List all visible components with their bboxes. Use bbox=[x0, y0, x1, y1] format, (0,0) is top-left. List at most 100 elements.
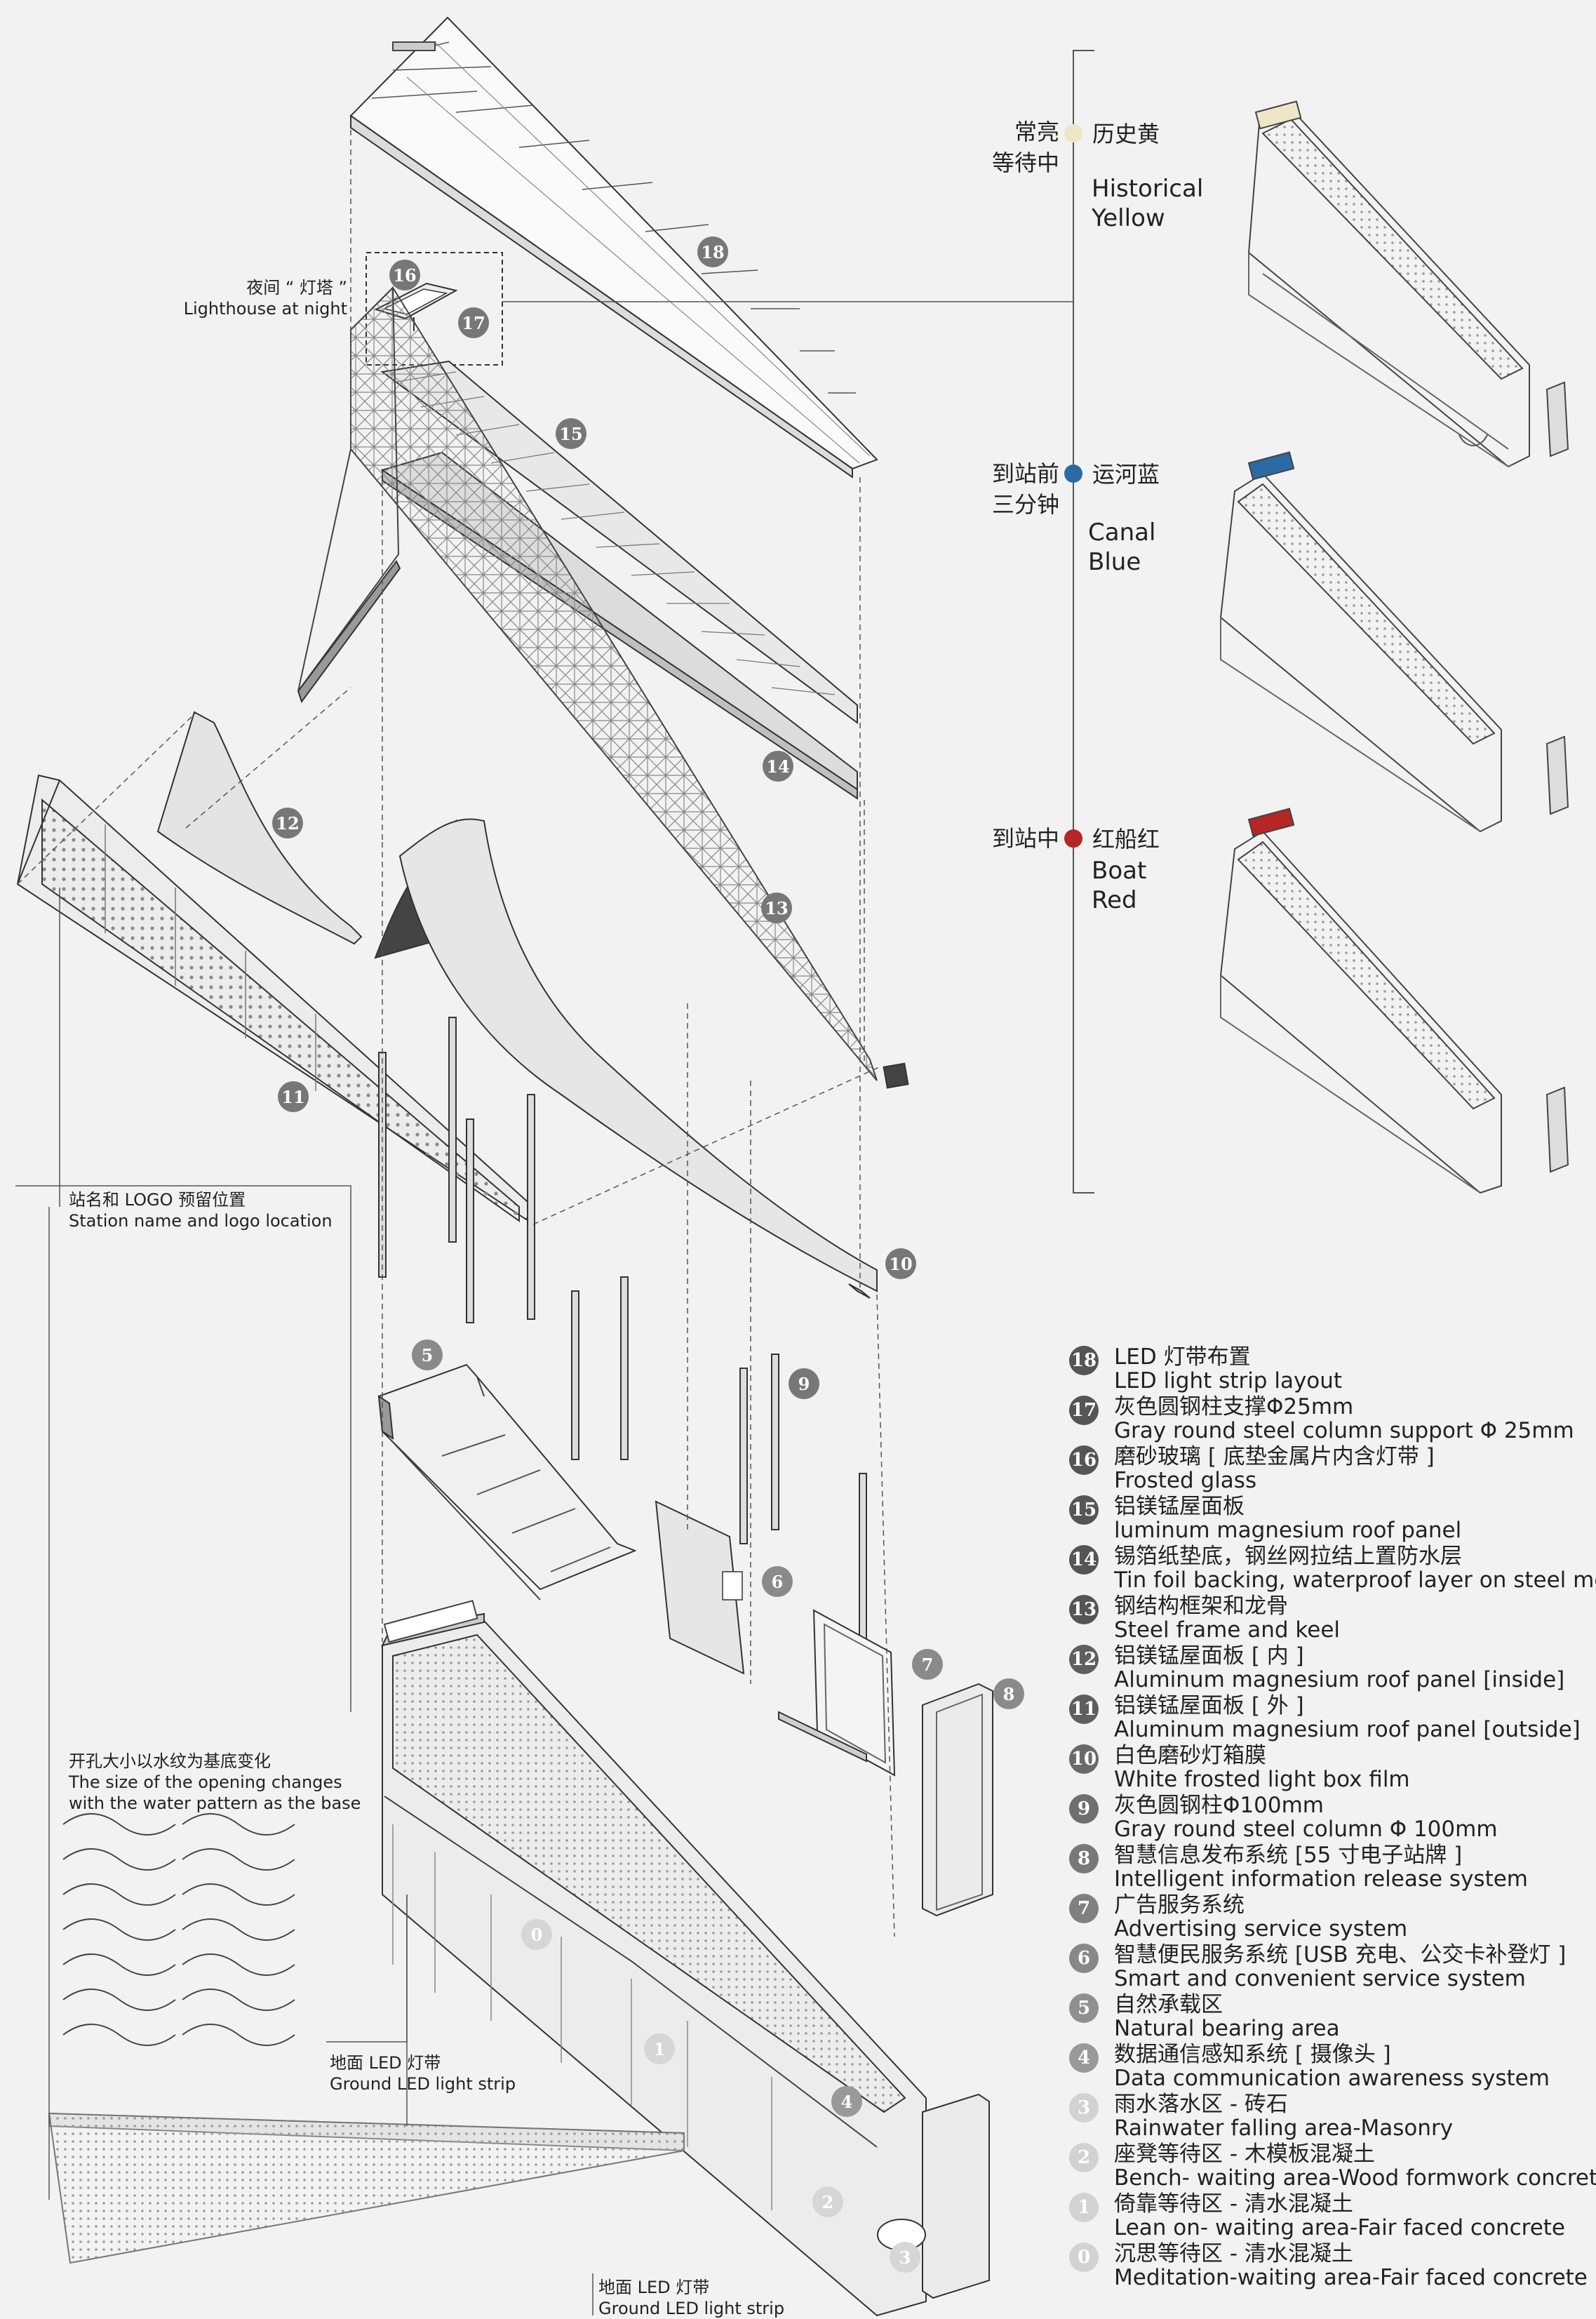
legend-label-cn: 沉思等待区 - 清水混凝土 bbox=[1114, 2241, 1353, 2266]
marker-6: 6 bbox=[762, 1566, 793, 1597]
marker-8: 8 bbox=[993, 1678, 1024, 1709]
electronic-sign-8 bbox=[922, 1683, 993, 1917]
marker-2-number: 2 bbox=[822, 2192, 834, 2212]
ground-led-1-cn: 地面 LED 灯带 bbox=[330, 2053, 441, 2073]
marker-11: 11 bbox=[278, 1081, 309, 1112]
marker-9: 9 bbox=[789, 1368, 819, 1399]
opening-en-2: with the water pattern as the base bbox=[69, 1793, 361, 1813]
legend-label-cn: 铝镁锰屋面板 [ 外 ] bbox=[1114, 1693, 1304, 1718]
marker-6-number: 6 bbox=[772, 1572, 784, 1592]
state-red-cn-1: 到站中 bbox=[991, 825, 1059, 852]
shelter-vignette-blue bbox=[1219, 451, 1569, 833]
legend-label-en: Meditation-waiting area-Fair faced concr… bbox=[1114, 2265, 1588, 2290]
ground-led-2-en: Ground LED light strip bbox=[598, 2299, 785, 2318]
state-yellow-cn-2: 等待中 bbox=[991, 149, 1059, 176]
legend-label-en: Gray round steel column Φ 100mm bbox=[1114, 1817, 1498, 1842]
projection-lines bbox=[17, 130, 895, 1937]
ground-led-2-cn: 地面 LED 灯带 bbox=[598, 2278, 710, 2297]
legend-number-badge: 18 bbox=[1069, 1346, 1099, 1375]
light-state-timeline bbox=[1064, 50, 1094, 1194]
steel-columns-9 bbox=[378, 1017, 867, 1650]
legend-label-en: Bench- waiting area-Wood formwork concre… bbox=[1114, 2165, 1596, 2191]
legend-label-en: Aluminum magnesium roof panel [inside] bbox=[1114, 1667, 1565, 1692]
marker-13: 13 bbox=[761, 893, 792, 923]
led-strip-roof-layer bbox=[349, 16, 878, 479]
curved-panel-layer bbox=[398, 818, 878, 1292]
state-blue-cn-1: 到站前 bbox=[991, 460, 1059, 487]
legend-label-en: Steel frame and keel bbox=[1114, 1617, 1341, 1643]
state-red-color-cn: 红船红 bbox=[1092, 826, 1160, 853]
legend-label-cn: 智慧便民服务系统 [USB 充电、公交卡补登灯 ] bbox=[1114, 1942, 1567, 1967]
legend-label-en: LED light strip layout bbox=[1114, 1368, 1343, 1394]
legend-number-badge: 3 bbox=[1069, 2093, 1099, 2123]
marker-7-number: 7 bbox=[922, 1655, 934, 1675]
legend-item-12: 12 铝镁锰屋面板 [ 内 ]Aluminum magnesium roof pa… bbox=[1069, 1643, 1588, 1693]
marker-16-number: 16 bbox=[393, 265, 416, 286]
legend-label-en: Tin foil backing, waterproof layer on st… bbox=[1114, 1568, 1596, 1593]
legend-label-en: luminum magnesium roof panel bbox=[1114, 1518, 1462, 1543]
legend-label-cn: 白色磨砂灯箱膜 bbox=[1114, 1743, 1266, 1768]
legend-label-cn: LED 灯带布置 bbox=[1114, 1344, 1251, 1370]
station-logo-cn: 站名和 LOGO 预留位置 bbox=[69, 1190, 246, 1210]
legend-label-en: Advertising service system bbox=[1114, 1916, 1408, 1942]
legend-label-en: Gray round steel column support Φ 25mm bbox=[1114, 1418, 1574, 1443]
legend-number-badge: 4 bbox=[1069, 2043, 1099, 2073]
state-dot-yellow bbox=[1064, 124, 1082, 142]
legend-label-cn: 钢结构框架和龙骨 bbox=[1114, 1593, 1288, 1619]
state-blue-en-1: Canal bbox=[1088, 519, 1156, 547]
legend-number-badge: 7 bbox=[1069, 1894, 1099, 1923]
callout-leaders bbox=[15, 888, 594, 2315]
legend-label-cn: 磨砂玻璃 [ 底垫金属片内含灯带 ] bbox=[1114, 1444, 1435, 1469]
legend-label-en: Smart and convenient service system bbox=[1114, 1966, 1526, 1991]
station-logo-en: Station name and logo location bbox=[69, 1211, 333, 1231]
light-box-film-10 bbox=[848, 1283, 871, 1299]
water-pattern-panel bbox=[48, 1813, 685, 2264]
legend-label-cn: 灰色圆钢柱支撑Φ25mm bbox=[1114, 1394, 1354, 1419]
legend-number-badge: 12 bbox=[1069, 1645, 1099, 1674]
lighthouse-callout: 夜间 “ 灯塔 ” Lighthouse at night bbox=[168, 277, 347, 319]
legend-label-cn: 数据通信感知系统 [ 摄像头 ] bbox=[1114, 2042, 1391, 2067]
advertising-board-7 bbox=[778, 1609, 896, 1777]
legend-label-en: Natural bearing area bbox=[1114, 2016, 1340, 2041]
marker-3: 3 bbox=[890, 2242, 920, 2273]
legend-label-en: Intelligent information release system bbox=[1114, 1866, 1528, 1892]
state-dot-red bbox=[1064, 829, 1082, 848]
marker-12: 12 bbox=[272, 808, 303, 838]
numbered-markers: 18 16 17 15 14 12 13 11 10 5 9 6 7 8 0 1… bbox=[272, 236, 1024, 2273]
legend-label-cn: 座凳等待区 - 木模板混凝土 bbox=[1114, 2141, 1375, 2167]
marker-9-number: 9 bbox=[798, 1374, 810, 1394]
marker-14-number: 14 bbox=[766, 756, 789, 777]
marker-7: 7 bbox=[912, 1649, 943, 1680]
legend-number-badge: 14 bbox=[1069, 1545, 1099, 1575]
legend-number-badge: 15 bbox=[1069, 1495, 1099, 1525]
legend-label-cn: 铝镁锰屋面板 [ 内 ] bbox=[1114, 1643, 1304, 1669]
legend-label-cn: 铝镁锰屋面板 bbox=[1114, 1494, 1245, 1519]
legend-number-badge: 2 bbox=[1069, 2143, 1099, 2172]
legend-label-en: Rainwater falling area-Masonry bbox=[1114, 2116, 1454, 2141]
marker-16: 16 bbox=[389, 260, 420, 290]
lighthouse-en: Lighthouse at night bbox=[183, 299, 347, 319]
marker-5: 5 bbox=[412, 1339, 443, 1370]
smart-service-board-6 bbox=[655, 1500, 745, 1675]
opening-callout: 开孔大小以水纹为基底变化 The size of the opening cha… bbox=[69, 1751, 361, 1814]
marker-15: 15 bbox=[556, 418, 586, 449]
legend-label-en: Data communication awareness system bbox=[1114, 2066, 1550, 2091]
state-yellow-en-2: Yellow bbox=[1092, 204, 1165, 232]
opening-en-1: The size of the opening changes bbox=[69, 1772, 342, 1792]
legend-number-badge: 16 bbox=[1069, 1445, 1099, 1475]
legend-label-en: Aluminum magnesium roof panel [outside] bbox=[1114, 1717, 1581, 1742]
marker-1-number: 1 bbox=[654, 2039, 666, 2059]
state-blue-color-cn: 运河蓝 bbox=[1092, 461, 1160, 488]
outer-perforated-panel-11 bbox=[16, 774, 535, 1222]
